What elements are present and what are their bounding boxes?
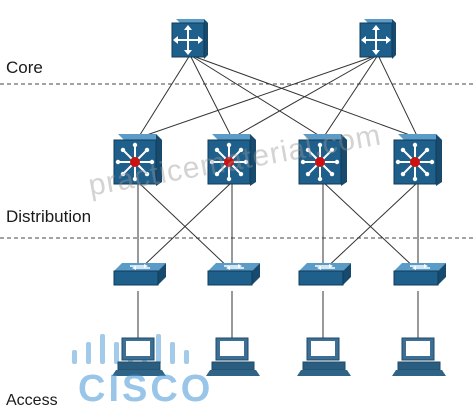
core-to-distribution-link <box>189 54 233 139</box>
distribution-to-access-link <box>322 181 419 272</box>
core-layer-label: Core <box>6 58 43 77</box>
workstation-icon <box>112 337 166 376</box>
multilayer-switch-icon <box>298 134 347 186</box>
core-switch-icon <box>171 19 208 59</box>
access-switch-icon <box>393 263 446 286</box>
access-layer-label: Access <box>6 392 58 409</box>
cisco-logo-text: CISCO <box>78 368 214 410</box>
core-switch-icon <box>359 19 396 59</box>
workstation-icon <box>297 337 351 376</box>
distribution-layer-label: Distribution <box>6 207 92 226</box>
multilayer-switch-icon <box>207 134 256 186</box>
core-to-distribution-link <box>377 54 419 139</box>
distribution-to-access-link <box>137 181 233 272</box>
multilayer-switch-icon <box>113 134 162 186</box>
access-switch-icon <box>207 263 260 286</box>
workstation-icon <box>206 337 260 376</box>
links <box>137 54 419 338</box>
core-to-distribution-link <box>231 54 379 139</box>
core-to-distribution-link <box>137 54 191 139</box>
core-to-distribution-link <box>137 54 379 139</box>
access-switch-icon <box>298 263 351 286</box>
core-to-distribution-link <box>322 54 379 139</box>
access-switch-icon <box>113 263 166 286</box>
workstation-icon <box>392 337 446 376</box>
multilayer-switch-icon <box>393 134 442 186</box>
